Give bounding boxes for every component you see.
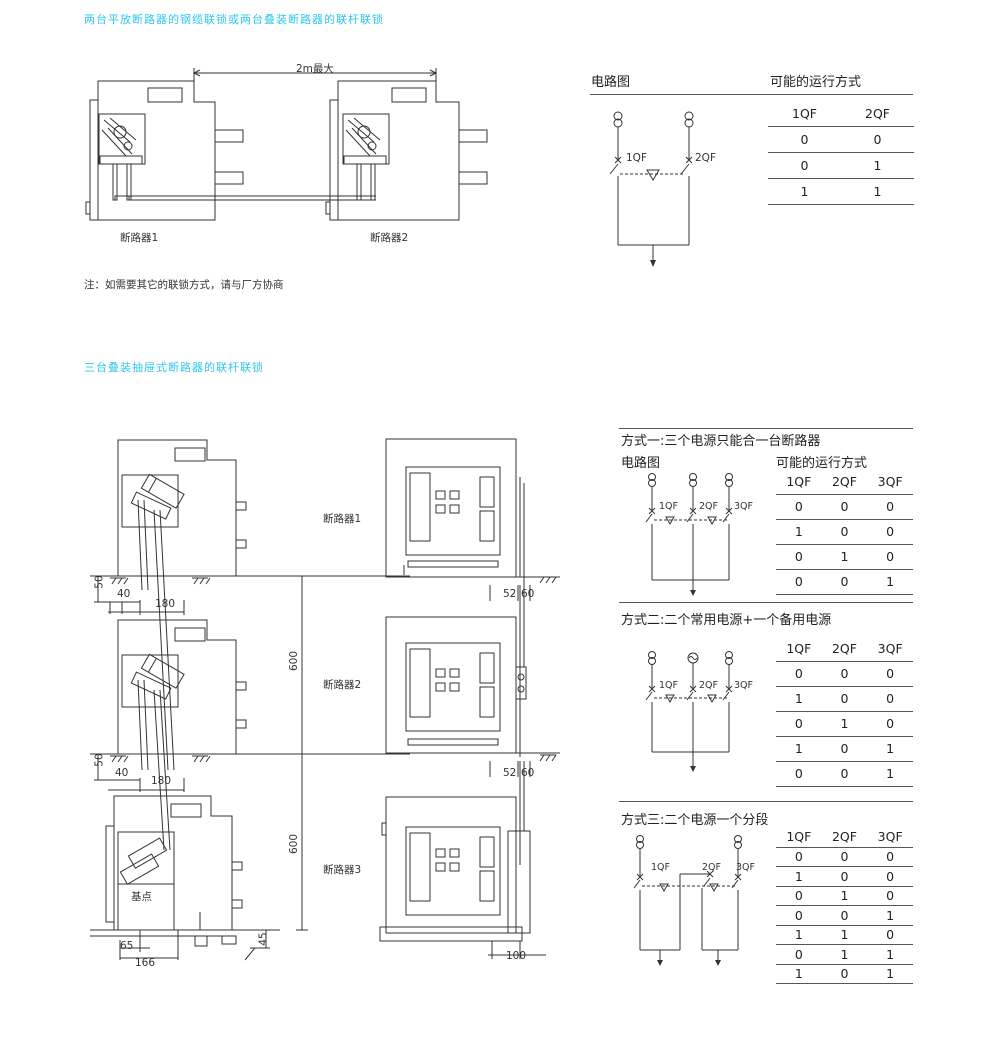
dim-50-b: 50 <box>93 753 106 767</box>
col-header: 3QF <box>867 826 913 848</box>
col-header: 2QF <box>821 470 868 495</box>
note-text: 注：如需要其它的联锁方式，请与厂方协商 <box>84 279 284 291</box>
mode2-qf3: 3QF <box>734 680 753 691</box>
base-point-label: 基点 <box>131 891 152 903</box>
section1-modes-label: 可能的运行方式 <box>770 75 862 90</box>
mode1-modes-label: 可能的运行方式 <box>776 456 868 471</box>
dim-52-b: 52 <box>503 767 517 779</box>
mode2-qf1: 1QF <box>659 680 678 691</box>
mode3-qf1: 1QF <box>651 862 670 873</box>
dim-65: 65 <box>120 940 134 952</box>
mode3-title: 方式三:二个电源一个分段 <box>621 813 769 828</box>
col-header: 1QF <box>776 637 822 662</box>
mode1-circuit-diagram <box>645 473 733 596</box>
three-breakers-front-view-drawing <box>379 438 560 959</box>
mode3-qf2: 2QF <box>702 862 721 873</box>
mode2-top-rule <box>619 602 913 603</box>
dim-40-a: 40 <box>117 588 131 600</box>
section1-title: 两台平放断路器的钢缆联锁或两台叠装断路器的联杆联锁 <box>84 13 384 26</box>
section1-header-rule <box>590 94 913 95</box>
dim-40-b: 40 <box>115 767 129 779</box>
dim-180-a: 180 <box>155 598 176 610</box>
breaker2-label: 断路器2 <box>370 232 409 244</box>
section1-circuit-diagram <box>609 111 694 267</box>
col-header: 2QF <box>821 637 868 662</box>
mode1-title: 方式一:三个电源只能合一台断路器 <box>621 434 821 449</box>
dim-52-a: 52 <box>503 588 517 600</box>
col-header: 3QF <box>867 637 913 662</box>
mode1-qf2: 2QF <box>699 501 718 512</box>
col-header: 3QF <box>867 470 913 495</box>
dim-600-b: 600 <box>288 833 301 855</box>
dim-166: 166 <box>135 957 156 969</box>
section1-circuit-label: 电路图 <box>591 75 631 90</box>
col-header: 1QF <box>776 470 822 495</box>
dim-180-b: 180 <box>151 775 172 787</box>
mode1-qf1: 1QF <box>659 501 678 512</box>
mode1-circuit-label: 电路图 <box>621 456 661 471</box>
mode2-circuit-diagram <box>645 651 733 772</box>
mode3-top-rule <box>619 801 913 802</box>
mode1-qf3: 3QF <box>734 501 753 512</box>
mode2-title: 方式二:二个常用电源+一个备用电源 <box>621 613 832 628</box>
dim-50-a: 50 <box>93 575 106 589</box>
three-breakers-side-view-drawing <box>90 439 410 961</box>
dim-60-b: 60 <box>521 767 535 779</box>
dim-600-a: 600 <box>288 650 301 672</box>
col-header: 1QF <box>776 826 822 848</box>
section2-title: 三台叠装抽屉式断路器的联杆联锁 <box>84 361 264 374</box>
dim-60-a: 60 <box>521 588 535 600</box>
breaker1-label: 断路器1 <box>323 513 362 525</box>
col-header: 1QF <box>768 102 841 127</box>
two-breakers-cable-interlock-drawing <box>85 68 488 221</box>
col-header: 2QF <box>841 102 914 127</box>
max-distance-label: 2m最大 <box>296 63 334 75</box>
dim-45: 45 <box>257 932 270 946</box>
breaker2-label: 断路器2 <box>323 679 362 691</box>
mode3-qf3: 3QF <box>736 862 755 873</box>
section1-circuit-1qf: 1QF <box>626 152 647 164</box>
dim-100: 100 <box>506 950 527 962</box>
mode3-circuit-diagram <box>633 835 742 966</box>
mode2-qf2: 2QF <box>699 680 718 691</box>
section1-circuit-2qf: 2QF <box>695 152 716 164</box>
mode1-top-rule <box>619 428 913 429</box>
col-header: 2QF <box>821 826 868 848</box>
breaker1-label: 断路器1 <box>120 232 159 244</box>
breaker3-label: 断路器3 <box>323 864 362 876</box>
